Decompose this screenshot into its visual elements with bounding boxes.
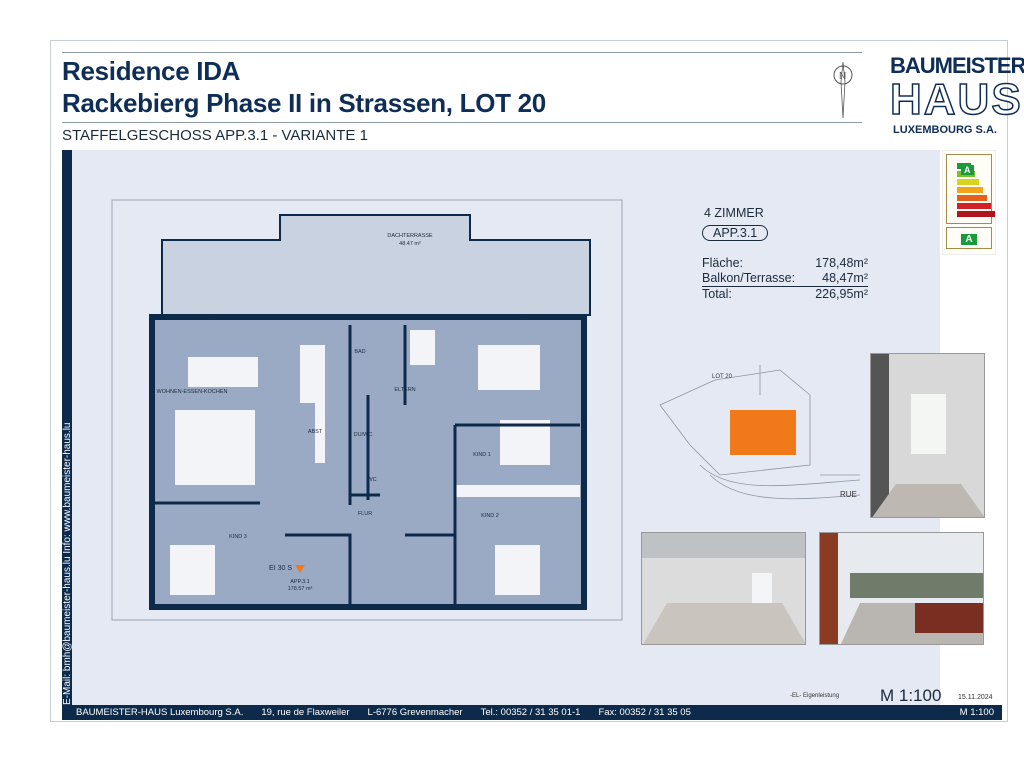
north-arrow-icon: N [833,61,853,119]
fix-label: FIX [521,315,530,321]
area-row: Fläche: 178,48m² [702,256,868,271]
room-flur: FLUR [358,511,372,517]
fix-label: FIX [206,315,215,321]
divider [62,122,862,123]
photo-interior-room [641,532,806,645]
contact-side-text: E-Mail: bmh@baumeister-haus.lu Info: www… [62,422,73,706]
room-living: WOHNEN-ESSEN-KOCHEN [157,389,228,395]
room-eltern: ELTERN [394,387,415,393]
room-count: 4 ZIMMER [704,206,764,220]
energy-bar [957,187,983,193]
room-duwc: DU/WC [354,432,373,438]
area-value: 178,48m² [815,256,868,270]
area-row: Total: 226,95m² [702,287,868,302]
footer-city: L-6776 Grevenmacher [367,707,463,718]
project-title: Residence IDA [62,56,241,86]
location-marker-icon [295,565,305,573]
area-label: Total: [702,287,732,301]
room-kind1: KIND 1 [473,452,491,458]
interior-walls [155,325,580,605]
area-label: Balkon/Terrasse: [702,271,796,285]
floor-plan: DACHTERRASSE 48.47 m² WOHNEN-ESSEN-KOCHE… [111,199,623,621]
photo-interior-hallway [870,353,985,518]
divider [62,52,862,53]
room-bad: BAD [354,349,365,355]
roof-terrace [161,214,591,316]
energy-bar [957,203,991,209]
lot-highlight [730,410,796,455]
photo-terrace [819,532,984,645]
energy-bar [957,195,987,201]
insulation-class-badge: A [961,234,977,245]
terrace-label: DACHTERRASSE [387,233,433,239]
energy-bar [957,179,979,185]
stair-label: EI 30 S [269,565,292,572]
project-subtitle: Rackebierg Phase II in Strassen, LOT 20 [62,88,546,118]
energy-label: A A [942,150,996,255]
footer-fax: Fax: 00352 / 31 35 05 [598,707,691,718]
side-strip [62,150,72,720]
site-plan: LOT 20 RUE [659,365,860,500]
self-work-note: -EL- Eigenleistung [790,693,840,699]
company-logo: BAUMEISTER HAUS LUXEMBOURG S.A. [889,53,1024,137]
lot-label: LOT 20 [712,374,733,380]
scale-label: M 1:100 [880,686,942,705]
room-wc: WC [367,477,376,483]
app-marker-area: 178.57 m² [288,586,313,592]
energy-scale: A [946,154,995,224]
furniture [170,330,580,595]
footer-bar: BAUMEISTER-HAUS Luxembourg S.A. 19, rue … [62,705,1002,720]
app-marker-label: APP.3.1 [290,579,309,585]
street-label: RUE [840,490,857,499]
area-row: Balkon/Terrasse: 48,47m² [702,271,868,287]
footer-scale: M 1:100 [959,707,994,718]
area-value: 48,47m² [822,271,868,285]
room-kind3: KIND 3 [229,534,247,540]
plan-date: 15.11.2024 [958,694,993,701]
svg-text:N: N [839,71,846,82]
energy-class-badge: A [961,165,974,175]
terrace-area: 48.47 m² [399,241,421,247]
apartment-id-badge: APP.3.1 [702,225,769,241]
energy-bar [957,211,995,217]
room-abst: ABST [308,429,323,435]
footer-street: 19, rue de Flaxweiler [261,707,350,718]
footer-tel: Tel.: 00352 / 31 35 01-1 [480,707,581,718]
area-label: Fläche: [702,256,743,270]
room-kind2: KIND 2 [481,513,499,519]
floor-title: STAFFELGESCHOSS APP.3.1 - VARIANTE 1 [62,127,368,144]
area-value: 226,95m² [815,287,868,301]
footer-company: BAUMEISTER-HAUS Luxembourg S.A. [76,707,244,718]
area-table: Fläche: 178,48m² Balkon/Terrasse: 48,47m² To… [702,256,868,302]
